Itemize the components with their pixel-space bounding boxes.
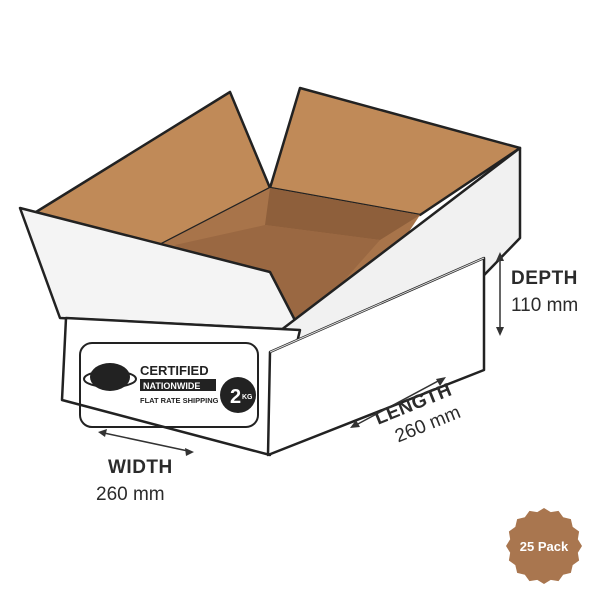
pack-badge-text: 25 Pack: [519, 538, 569, 554]
depth-value: 110 mm: [511, 295, 579, 316]
logo-line2: NATIONWIDE: [143, 381, 200, 391]
length-arrow: [350, 377, 446, 428]
width-label: WIDTH: [108, 457, 173, 478]
box-interior-floor: [175, 225, 380, 330]
logo-line3: FLAT RATE SHIPPING: [140, 396, 219, 405]
logo-line1: CERTIFIED: [140, 363, 209, 378]
width-value: 260 mm: [96, 484, 165, 505]
logo-weight: 2: [230, 386, 241, 408]
certified-nationwide-logo: CERTIFIED NATIONWIDE FLAT RATE SHIPPING …: [79, 342, 259, 428]
depth-arrow: [496, 252, 504, 336]
box-interior-back: [265, 188, 420, 240]
pack-badge: [506, 508, 582, 584]
logo-weight-unit: KG: [242, 394, 253, 401]
australia-map-icon: [90, 363, 130, 391]
depth-label: DEPTH: [511, 268, 578, 289]
width-arrow: [98, 429, 194, 456]
